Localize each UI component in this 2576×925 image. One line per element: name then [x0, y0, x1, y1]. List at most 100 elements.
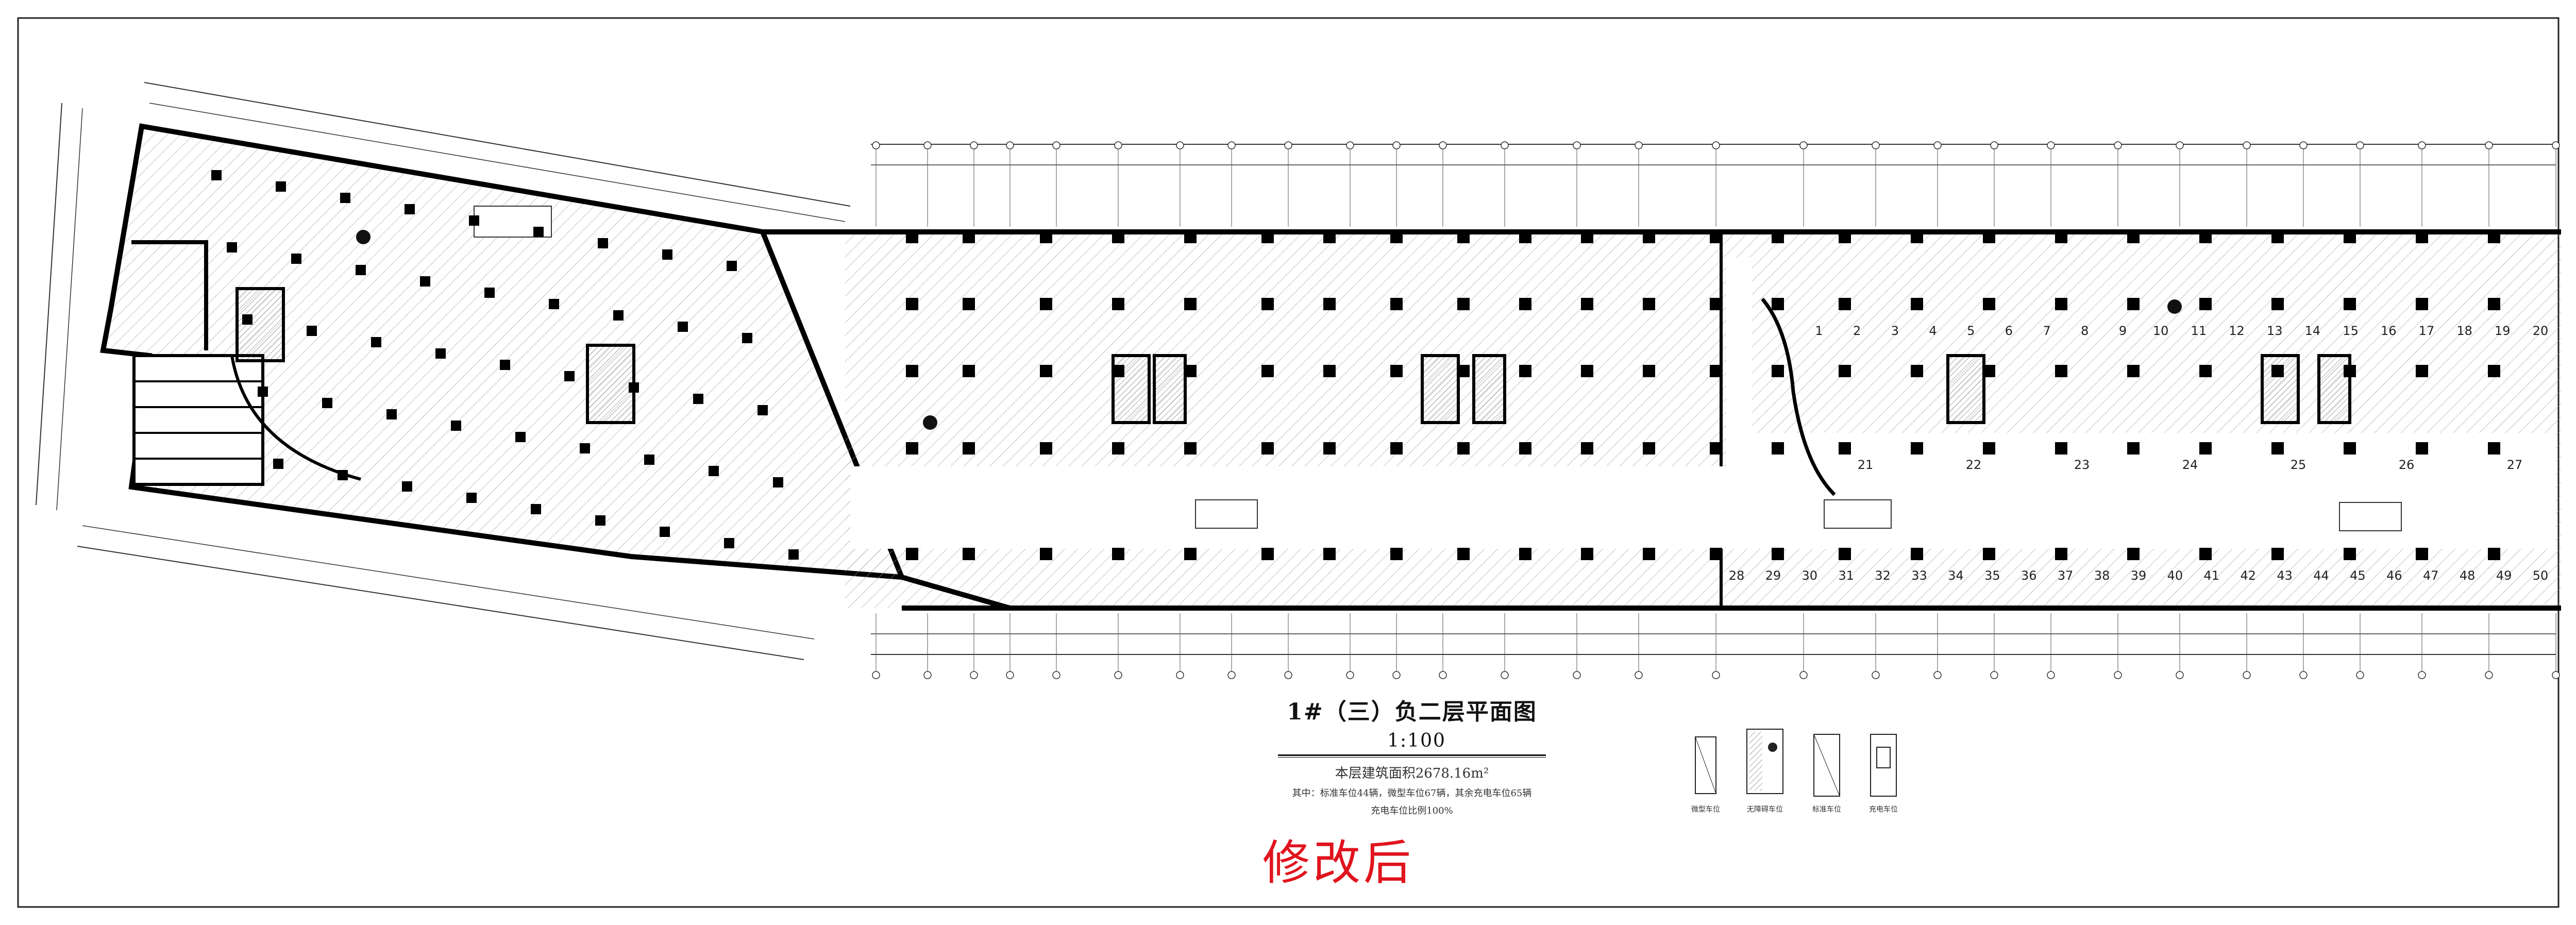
structural-column — [2416, 442, 2428, 455]
structural-column — [1839, 231, 1851, 243]
stall-number: 22 — [1966, 458, 1982, 472]
structural-column — [1112, 365, 1124, 377]
structural-column — [1581, 231, 1593, 243]
structural-column — [1643, 231, 1655, 243]
left-wing — [36, 82, 906, 660]
grid-axis-bubble — [2299, 671, 2308, 679]
structural-column — [2271, 365, 2284, 377]
structural-column — [386, 409, 397, 419]
grid-axis-bubble — [1990, 671, 1998, 679]
structural-column — [709, 466, 719, 476]
grid-axis-bubble — [2485, 141, 2493, 149]
grid-axis-bubble — [1501, 671, 1509, 679]
stall-number: 4 — [1929, 324, 1937, 338]
structural-column — [1839, 442, 1851, 455]
revision-stamp: 修改后 — [1262, 835, 1415, 890]
structural-column — [2127, 298, 2140, 310]
structural-column — [742, 333, 752, 343]
right-block-columns — [906, 231, 2500, 560]
structural-column — [1581, 548, 1593, 560]
structural-column — [1710, 442, 1722, 455]
structural-column — [1112, 548, 1124, 560]
structural-column — [2199, 231, 2212, 243]
grid-axis-bubble — [2485, 671, 2493, 679]
structural-column — [1390, 365, 1403, 377]
structural-column — [338, 470, 348, 480]
charging-ratio-note: 充电车位比例100% — [1371, 805, 1453, 816]
structural-column — [322, 398, 332, 408]
stall-number: 48 — [2460, 568, 2476, 583]
right-main-block — [763, 144, 2561, 655]
structural-column — [2199, 548, 2212, 560]
stall-number: 23 — [2074, 458, 2090, 472]
structural-column — [693, 394, 703, 404]
stall-number: 47 — [2423, 568, 2439, 583]
structural-column — [963, 231, 975, 243]
grid-axis-bubble — [1114, 671, 1122, 679]
accessible-parking-icons — [356, 230, 2182, 430]
grid-axis-bubble — [1052, 671, 1060, 679]
structural-column — [356, 265, 366, 275]
structural-column — [420, 276, 430, 287]
grid-axis-bubble — [1439, 671, 1447, 679]
structural-column — [662, 249, 672, 260]
stall-number: 29 — [1765, 568, 1781, 583]
stall-number: 15 — [2343, 324, 2359, 338]
structural-column — [906, 548, 918, 560]
stall-number: 10 — [2153, 324, 2169, 338]
legend-label-standard: 标准车位 — [1812, 805, 1841, 814]
grid-axis-bubble — [1933, 671, 1942, 679]
structural-column — [1457, 548, 1470, 560]
structural-column — [2416, 231, 2428, 243]
structural-column — [1839, 298, 1851, 310]
structural-column — [1581, 298, 1593, 310]
structural-column — [2416, 548, 2428, 560]
structural-column — [2416, 365, 2428, 377]
grid-axis-bubble — [2114, 141, 2122, 149]
grid-axis-bubble — [1635, 141, 1643, 149]
structural-column — [1040, 231, 1052, 243]
structural-column — [2488, 298, 2500, 310]
structural-column — [1772, 548, 1784, 560]
structural-column — [629, 382, 639, 393]
structural-column — [1184, 231, 1197, 243]
structural-column — [1911, 365, 1923, 377]
grid-axis-bubble — [1227, 141, 1236, 149]
structural-column — [2488, 548, 2500, 560]
grid-axis-bubble — [1392, 671, 1401, 679]
stall-number: 25 — [2291, 458, 2306, 472]
structural-column — [405, 204, 415, 214]
structural-column — [1112, 442, 1124, 455]
structural-column — [1911, 231, 1923, 243]
grid-axis-bubble — [2552, 141, 2560, 149]
legend-label-charging: 充电车位 — [1869, 805, 1898, 814]
grid-axis-bubble — [2176, 141, 2184, 149]
structural-column — [258, 386, 268, 397]
stall-number: 43 — [2277, 568, 2293, 583]
structural-column — [1643, 442, 1655, 455]
grid-axis-bubble — [2176, 671, 2184, 679]
grid-axis-bubble — [1284, 141, 1292, 149]
parking-detail-note: 其中：标准车位44辆，微型车位67辆，其余充电车位65辆 — [1292, 788, 1532, 799]
grid-axis-bubble — [2243, 141, 2251, 149]
grid-axis-bubble — [2243, 671, 2251, 679]
structural-column — [963, 298, 975, 310]
structural-column — [1983, 365, 1995, 377]
stall-number: 21 — [1858, 458, 1874, 472]
structural-column — [1261, 442, 1274, 455]
structural-column — [1983, 298, 1995, 310]
structural-column — [1261, 365, 1274, 377]
structural-column — [2488, 442, 2500, 455]
legend-label-micro: 微型车位 — [1691, 805, 1720, 814]
structural-column — [500, 360, 510, 370]
structural-column — [371, 337, 381, 347]
drawing-title-text: 1#（三）负二层平面图 — [1287, 699, 1537, 725]
structural-column — [549, 299, 559, 309]
structural-column — [1519, 548, 1531, 560]
structural-column — [1710, 298, 1722, 310]
structural-column — [1323, 548, 1336, 560]
